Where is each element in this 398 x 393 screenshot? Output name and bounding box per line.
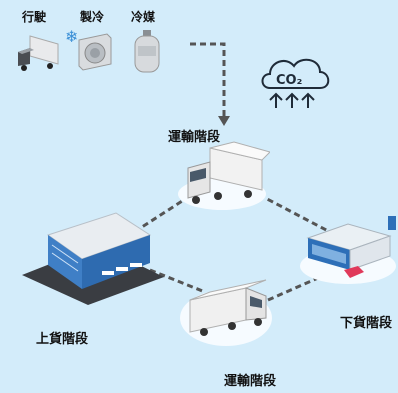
unloading-stage-label: 下貨階段 xyxy=(340,316,393,331)
transport-stage-bottom-label: 運輸階段 xyxy=(224,374,277,389)
refrigeration-unit-icon: ❄ xyxy=(65,27,112,71)
store-icon xyxy=(300,216,396,284)
legend-flow-line xyxy=(190,42,226,118)
route-line xyxy=(267,276,319,302)
refrigerant-tank-icon xyxy=(134,30,160,73)
legend-refrigeration-label: 製冷 xyxy=(80,10,105,24)
transport-truck-top xyxy=(178,141,270,210)
legend-refrigerant-label: 冷媒 xyxy=(131,10,156,24)
legend-flow-arrow xyxy=(218,116,230,126)
svg-text:❄: ❄ xyxy=(65,27,78,46)
transport-truck-bottom xyxy=(180,279,272,346)
legend-driving-label: 行駛 xyxy=(22,10,47,24)
co2-cloud-icon: CO₂ xyxy=(261,58,330,108)
loading-stage-label: 上貨階段 xyxy=(36,332,89,347)
svg-text:CO₂: CO₂ xyxy=(276,73,302,88)
truck-icon xyxy=(18,35,59,71)
warehouse-icon xyxy=(22,212,164,305)
transport-stage-top-label: 運輸階段 xyxy=(168,130,221,145)
